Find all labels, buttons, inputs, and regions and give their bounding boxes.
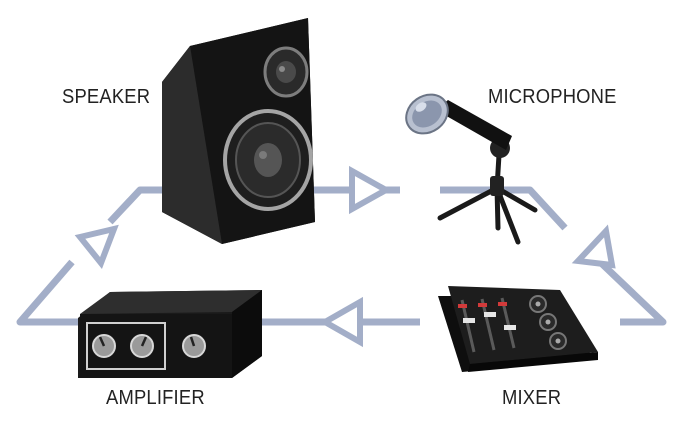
speaker-label: SPEAKER [62,86,151,108]
arrow-down-right-icon [571,224,616,269]
knob-icon [182,334,206,358]
arrow-up-right-icon [74,224,119,269]
path-amp-to-speaker [107,186,165,225]
amplifier-icon [78,290,262,378]
path-mixer-right-loop [595,257,667,326]
speaker-icon [162,18,315,244]
microphone-label: MICROPHONE [488,86,617,108]
knob-icon [92,334,116,358]
direction-arrows [74,165,616,348]
amplifier-label: AMPLIFIER [106,387,205,409]
microphone-icon [405,93,538,245]
path-amp-left-loop [16,259,90,326]
knob-icon [130,334,154,358]
arrow-right-icon [349,165,393,215]
signal-path [16,186,667,326]
mixer-icon [438,286,598,372]
arrow-left-icon [318,296,363,348]
path-mic-to-mixer [440,186,568,231]
mixer-label: MIXER [502,387,562,409]
